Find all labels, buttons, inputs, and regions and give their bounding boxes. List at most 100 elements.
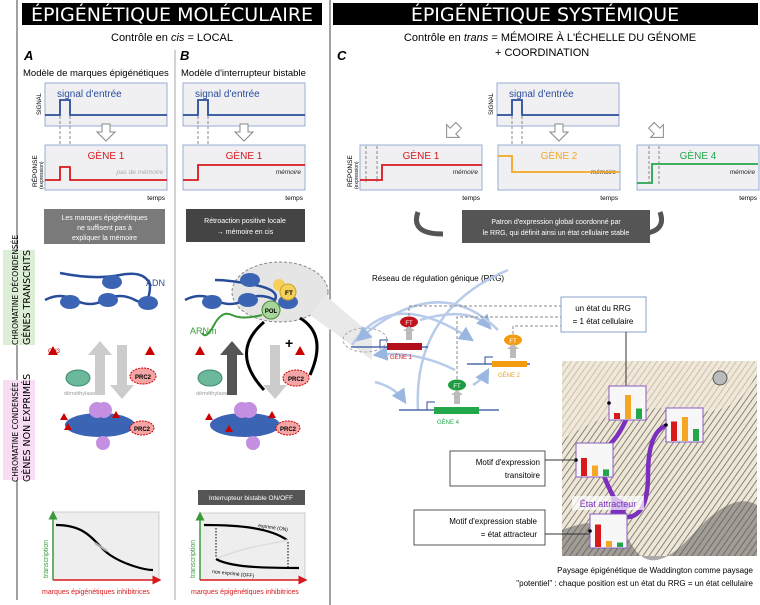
open-chromatin-a (44, 271, 158, 310)
side-label-top-1: CHROMATINE DÉCONDENSÉE (11, 235, 20, 345)
expression-bar (606, 541, 612, 547)
expression-bar (625, 395, 631, 419)
signal-box (44, 82, 168, 127)
memory-label: mémoire (276, 169, 302, 176)
ft-gene4: FT (453, 384, 461, 390)
demethylase-a-label: déméthylase (64, 391, 95, 397)
feedback-arrow-left (245, 320, 266, 392)
gene-regulatory-network (342, 268, 564, 414)
expression-bar (595, 524, 601, 547)
plot-b-x-label: marques épigénétiques inhibitrices (191, 589, 299, 596)
left-subtitle: Contrôle en cis = LOCAL (111, 32, 233, 44)
flow-arrow (548, 123, 570, 142)
time-charts: signal d'entrée SIGNAL GÈNE 1 pas de mémoir… (30, 82, 760, 202)
expression-bar (693, 429, 699, 441)
ch3-label: CH3 (48, 349, 61, 355)
response-axis-sublabel: (expression) (354, 161, 360, 189)
gene-name: GÈNE 1 (226, 149, 263, 162)
chromatin-transition-arrows-a (48, 341, 155, 399)
gene-name: GÈNE 1 (88, 149, 125, 162)
right-note-box (462, 210, 650, 243)
expression-bar (603, 469, 609, 476)
right-title: ÉPIGÉNÉTIQUE SYSTÉMIQUE (411, 3, 679, 26)
feedback-arrow-right (299, 316, 319, 376)
dna-label: ADN (146, 278, 165, 288)
anchor-dot (607, 401, 611, 405)
side-label-bottom-2: GÈNES NON EXPRIMÉS (21, 374, 33, 482)
signal-axis-label: SIGNAL (489, 92, 495, 115)
caption-2: "potentiel" : chaque position est un éta… (516, 579, 753, 588)
expression-bar (636, 408, 642, 419)
expression-bar (682, 417, 688, 441)
right-title-bar (333, 3, 758, 25)
expression-bar (671, 421, 677, 441)
attractor-label: État attracteur (580, 499, 637, 509)
switch-title: Interrupteur bistable ON/OFF (209, 495, 293, 502)
signal-axis-label: SIGNAL (37, 92, 43, 115)
expression-bar (614, 413, 620, 419)
caption-1: Paysage épigénétique de Waddington comme… (557, 566, 753, 575)
panel-a-letter: A (23, 48, 33, 63)
expression-bar (592, 465, 598, 476)
response-axis-label: RÉPONSE (30, 155, 39, 187)
right-note-2: le RRG, qui définit ainsi un état cellul… (483, 230, 630, 237)
prc2-b2-label: PRC2 (280, 427, 297, 433)
signal-text: signal d'entrée (195, 89, 260, 100)
network-title: Réseau de régulation génique (RRG) (372, 274, 504, 283)
time-label: temps (739, 195, 757, 202)
prc2-b-label: PRC2 (288, 377, 305, 383)
time-label: temps (462, 195, 480, 202)
memory-label: pas de mémoire (115, 169, 163, 176)
signal-text: signal d'entrée (509, 89, 574, 100)
positive-feedback-plus: + (285, 335, 293, 351)
off-label: non exprimé (OFF) (212, 569, 255, 579)
signal-pulse (497, 99, 619, 116)
time-label: temps (285, 195, 303, 202)
flow-arrow (647, 121, 664, 138)
prc2-a2-label: PRC2 (134, 427, 151, 433)
left-title-bar (22, 3, 322, 25)
zoom-wedge (310, 295, 372, 360)
response-curve (498, 155, 620, 173)
anchor-dot (664, 423, 668, 427)
gene-name: GÈNE 4 (680, 149, 717, 162)
right-subtitle-line2: + COORDINATION (495, 47, 589, 59)
ft-gene1: FT (405, 321, 413, 327)
expression-bar (581, 458, 587, 476)
ft-label-b: FT (285, 290, 293, 297)
net-gene1-label: GÈNE 1 (390, 354, 413, 361)
demethylase-b-label: déméthylase (196, 391, 227, 397)
response-box (182, 144, 306, 191)
gene-name: GÈNE 2 (541, 149, 578, 162)
prc2-b (282, 369, 310, 387)
panel-b-note-box (186, 209, 305, 242)
stable-box-1: Motif d'expression stable (449, 517, 537, 526)
right-subtitle: Contrôle en trans = MÉMOIRE À L'ÉCHELLE … (404, 31, 696, 44)
time-label: temps (147, 195, 165, 202)
panel-a-title: Modèle de marques épigénétiques (23, 68, 169, 79)
plot-a-y-label: transcription (43, 540, 50, 578)
state-box-1: un état du RRG (575, 304, 631, 313)
stable-box (413, 509, 546, 546)
plot-b-y-label: transcription (190, 540, 197, 578)
gene-name: GÈNE 1 (403, 149, 440, 162)
panel-b-note-1: Rétroaction positive locale (204, 218, 286, 225)
expression-bar (617, 542, 623, 547)
time-label: temps (600, 195, 618, 202)
side-label-bottom-1: CHROMATINE CONDENSÉE (11, 382, 20, 482)
signal-pulse (45, 99, 167, 116)
ft-gene2: FT (509, 339, 517, 345)
anchor-dot (588, 529, 592, 533)
response-box (359, 144, 483, 191)
response-curve (183, 164, 305, 181)
transient-box-1: Motif d'expression (476, 458, 540, 467)
net-gene4-label: GÈNE 4 (437, 419, 460, 426)
transient-box (449, 450, 546, 487)
prc2-a-label: PRC2 (135, 375, 152, 381)
transient-box-2: transitoire (505, 471, 541, 480)
panel-c-letter: C (337, 48, 347, 63)
panel-b-letter: B (180, 48, 189, 63)
prc2-a (129, 367, 157, 385)
signal-box (496, 82, 620, 127)
